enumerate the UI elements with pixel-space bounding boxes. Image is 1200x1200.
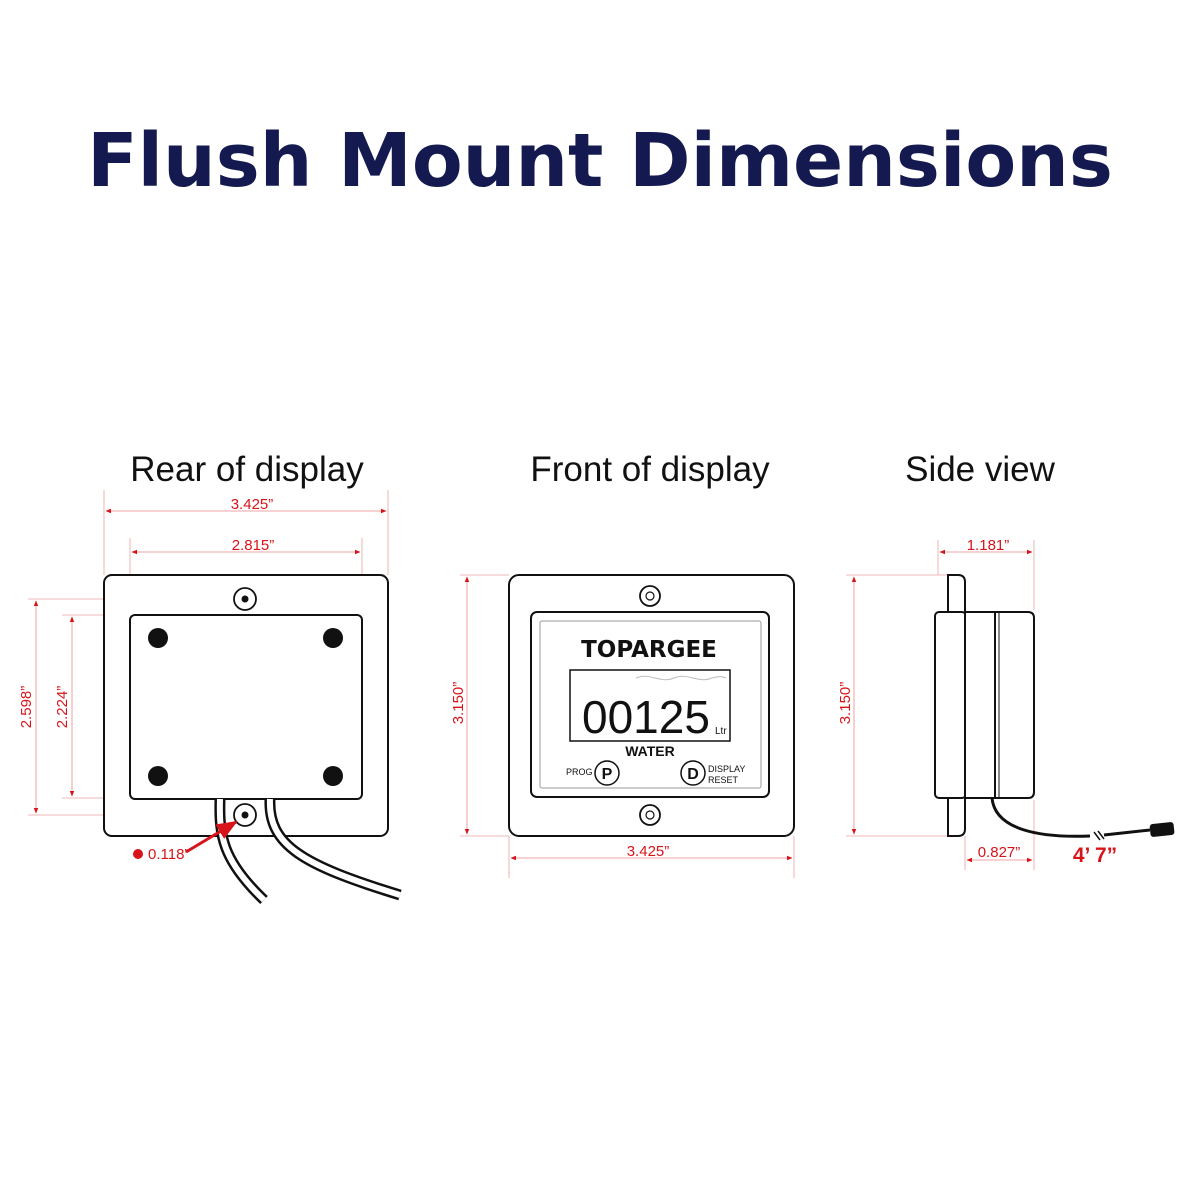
reset-label: RESET [708,775,739,785]
prog-label: PROG [566,767,593,777]
cable-break [1093,831,1101,841]
rear-back-panel [129,614,363,800]
rear-height-outer-label: 2.598” [18,686,35,729]
mount-hole-center [241,811,249,819]
hole-diameter-label: 0.118” [148,846,189,863]
side-depth-body-label: 0.827” [978,844,1021,861]
cable-connector [1149,822,1175,837]
lcd-unit: Ltr [715,726,727,737]
hole-callout-dot [133,849,143,859]
front-view-title: Front of display [530,450,770,489]
mount-hole-center [645,810,655,820]
rear-view: 3.425” 2.815” 2.598” 2.224” 0.118” [18,490,402,904]
brand-logo: TOPARGEE [581,637,717,663]
cable-break [1097,830,1105,840]
lcd-reading: 00125 [582,691,710,743]
display-label: DISPLAY [708,764,745,774]
mount-hole-center [645,591,655,601]
prog-button[interactable] [594,760,620,786]
side-cable [1103,828,1151,837]
display-reset-button[interactable] [680,760,706,786]
panel-screw [323,628,343,648]
cable-length-label: 4’ 7” [1073,844,1117,867]
hole-callout-arrow [185,820,238,854]
side-height-label: 3.150” [837,682,854,725]
front-height-label: 3.150” [450,682,467,725]
front-view: 3.150” 3.425” TOPARGEE 00125 Ltr WATER P… [450,574,795,878]
panel-screw [148,628,168,648]
front-width-label: 3.425” [627,843,670,860]
side-cable [990,797,1091,838]
page-title: Flush Mount Dimensions [87,118,1113,204]
rear-width-inner-label: 2.815” [232,537,275,554]
lcd-screen [569,669,731,742]
rear-width-outer-label: 3.425” [231,496,274,513]
side-view-title: Side view [905,450,1055,489]
side-view: 1.181” 3.150” 0.827” 4’ 7” [837,537,1175,870]
side-depth-total-label: 1.181” [967,537,1010,554]
prog-button-letter: P [602,766,613,783]
rear-height-inner-label: 2.224” [54,686,71,729]
display-button-letter: D [687,766,699,783]
rear-view-title: Rear of display [130,450,364,489]
meter-label: WATER [625,743,675,759]
panel-screw [323,766,343,786]
wave-graphic [635,675,727,681]
rear-cable-inner [266,798,401,898]
side-bezel [934,611,967,799]
rear-cable-inner [216,798,267,903]
panel-screw [148,766,168,786]
mount-hole-center [241,595,249,603]
